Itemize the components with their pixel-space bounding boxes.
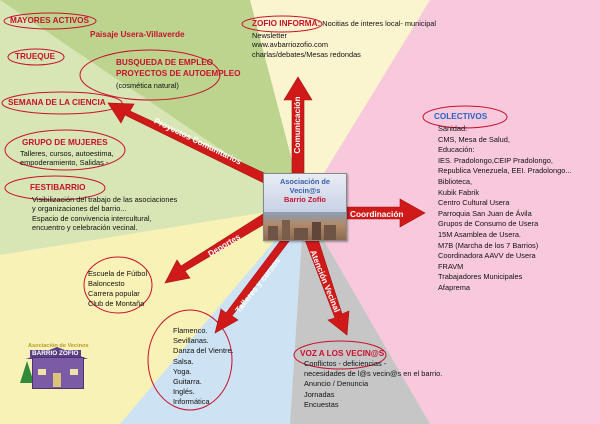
colectivos-line: Coordinadora AAVV de Usera [438,251,536,261]
talleres-line: Inglés. [173,387,195,397]
talleres-line: Flamenco. [173,326,208,335]
ciencia-title: SEMANA DE LA CIENCIA [8,98,106,107]
talleres-line: Danza del Vientre. [173,346,234,356]
logo-line2: BARRIO ZOFIO [30,350,81,357]
zofio-title-rest: Nocitias de interes local- municipal [320,19,437,28]
colectivos-line: Grupos de Consumo de Usera [438,219,539,229]
voz-list: Conflictos - deficiencias - necesidades … [304,359,442,410]
hub-photo [264,212,346,240]
ellipse-ciencia [1,91,123,115]
logo-line1: Asociación de Vecinos [28,343,89,349]
voz-line: Anuncio / Denuncia [304,379,369,389]
mayores-title: MAYORES ACTIVOS [10,16,90,25]
empleo-title1: BUSQUEDA DE EMPLEO [116,58,214,67]
arrow-deportes [164,213,269,284]
deportes-list: Escuela de Fútbol Baloncesto Carrera pop… [88,269,147,309]
hub-line3: Barrio Zofío [284,195,326,205]
window-shape [70,369,78,375]
voz-line: necesidades de l@s vecin@s en el barrio. [304,369,443,379]
arrow-label-coordinacion: Coordinación [350,209,404,219]
mujeres-list: Talleres, cursos, autoestima, empoderami… [20,149,114,168]
zofio-heading: ZOFIO INFORMA: Nocitias de interes local… [252,19,436,28]
festibarrio-line: y organizaciones del barrio... [32,204,127,214]
voz-line: Conflictos - deficiencias - [304,359,387,368]
zofio-list: Newsletter www.avbarriozofio.com charlas… [252,31,361,59]
arrow-proyectos [107,102,276,187]
arrow-comunicacion [283,76,313,177]
zofio-line: Newsletter [252,31,287,40]
ellipse-empleo [79,49,221,101]
zofio-line: charlas/debates/Mesas redondas [252,49,361,59]
tree-icon [20,361,34,383]
talleres-line: Yoga. [173,366,192,376]
colectivos-line: IES. Pradolongo,CEIP Pradolongo, [438,155,553,165]
empleo-title2: PROYECTOS DE AUTOEMPLEO [116,69,241,78]
arrow-label-comunicacion: Comunicación [292,96,302,154]
colectivos-line: Biblioteca, [438,176,473,186]
colectivos-line: M7B (Marcha de los 7 Barrios) [438,240,539,250]
mujeres-line: empoderamiento, Salidas - [20,158,109,168]
colectivos-line: CMS, Mesa de Salud, [438,134,510,144]
trueque-title: TRUEQUE [15,52,56,61]
voz-line: Encuestas [304,399,339,409]
colectivos-line: Parroquia San Juan de Ávila [438,208,532,218]
arrow-coordinacion [344,198,426,228]
talleres-line: Informática [173,397,210,407]
center-hub: Asociación de Vecin@s Barrio Zofío [263,173,347,241]
ellipse-mayores [3,12,97,30]
door-shape [53,373,61,387]
ellipse-zofio [241,15,323,33]
colectivos-line: 15M Asamblea de Usera. [438,229,521,239]
arrow-atencion [304,235,350,336]
sector-pink [304,0,600,424]
ellipse-mujeres [4,129,126,171]
colectivos-line: Trabajadores Municipales [438,272,523,282]
colectivos-list: Sanidad: CMS, Mesa de Salud, Educación: … [438,124,572,294]
empleo-text: (cosmética natural) [116,81,179,90]
voz-title: VOZ A LOS VECIN@S [300,349,385,358]
ellipse-colectivos [422,105,508,129]
mujeres-line: Talleres, cursos, autoestima, [20,149,114,158]
zofio-title: ZOFIO INFORMA: [252,19,321,28]
colectivos-line: Kubik Fabrik [438,187,480,197]
colectivos-line: Afaprema [438,282,471,292]
festibarrio-line: encuentro y celebración vecinal. [32,223,138,233]
colectivos-title: COLECTIVOS [434,112,488,121]
festibarrio-list: Visibilización del trabajo de las asocia… [32,195,177,233]
mayores-text: Paisaje Usera-Villaverde [90,30,185,39]
sector-blue [120,206,304,424]
deportes-line: Escuela de Fútbol [88,269,148,278]
colectivos-line: Sanidad: [438,124,468,133]
ellipse-deportes [83,256,153,314]
mujeres-title: GRUPO DE MUJERES [22,138,108,147]
deportes-line: Baloncesto [88,279,125,288]
association-logo: Asociación de Vecinos BARRIO ZOFIO [20,343,92,391]
ellipse-festibarrio [4,175,106,201]
festibarrio-title: FESTIBARRIO [30,183,86,192]
talleres-list: Flamenco. Sevillanas. Danza del Vientre.… [173,326,234,408]
ellipse-trueque [7,48,65,66]
talleres-line: Sevillanas. [173,336,209,346]
voz-line: Jornadas [304,389,335,399]
window-shape [38,369,46,375]
colectivos-line: Educación: [438,145,475,155]
talleres-line: Salsa. [173,356,194,366]
deportes-line: Club de Montaña [88,299,145,308]
arrow-talleres [214,235,291,334]
hub-line2: Vecin@s [289,185,321,195]
festibarrio-line: Visibilización del trabajo de las asocia… [32,195,178,204]
festibarrio-line: Espacio de convivencia intercultural, [32,213,152,223]
ellipse-voz [293,340,387,370]
colectivos-line: Centro Cultural Usera [438,198,510,208]
ellipse-talleres [147,309,233,411]
talleres-line: Guitarra. [173,377,202,387]
hub-line1: Asociación de [279,177,331,186]
deportes-line: Carrera popular [88,289,140,298]
zofio-line: www.avbarriozofio.com [252,40,328,50]
colectivos-line: FRAVM [438,261,464,271]
colectivos-line: Republica Venezuela, EEI. Pradolongo... [438,166,572,176]
